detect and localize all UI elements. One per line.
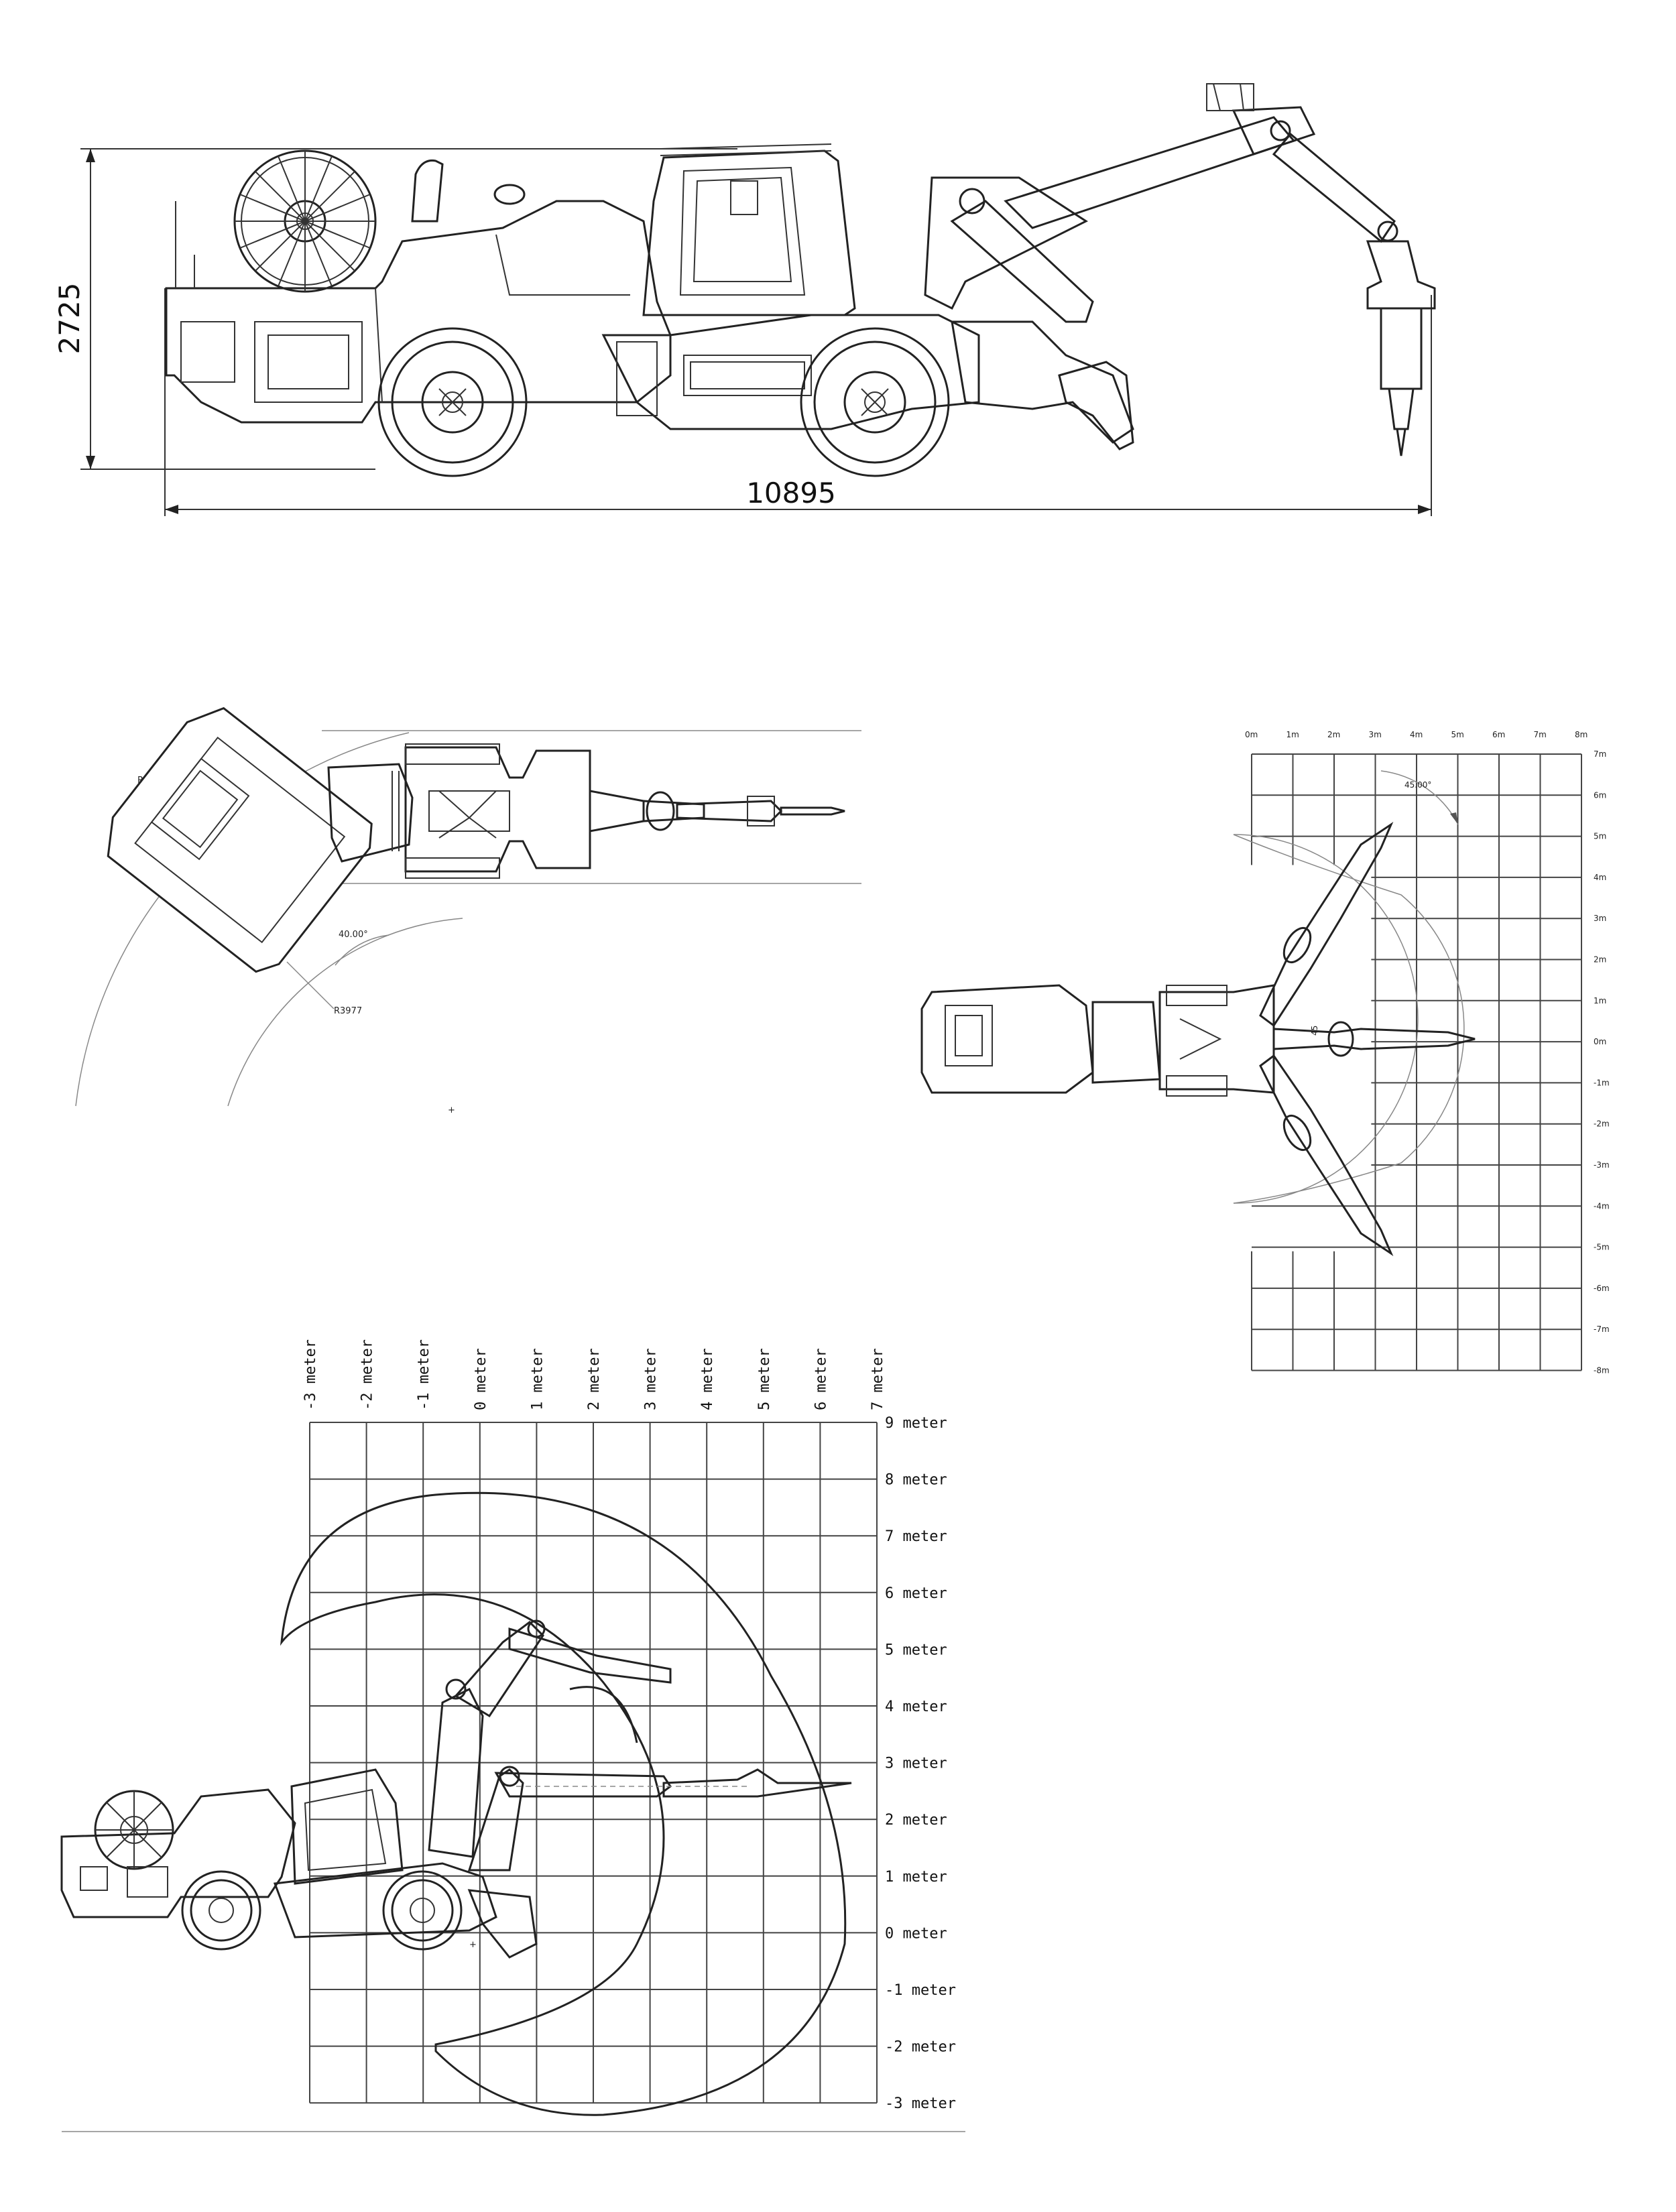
- side-grid-x-label: 5 meter: [756, 1348, 773, 1410]
- top-grid-y-label: -7m: [1594, 1325, 1610, 1334]
- top-reach-angle-label: 45.00°: [1404, 780, 1431, 790]
- side-grid-y-label: -1 meter: [885, 1982, 956, 1999]
- top-grid-y-label: 6m: [1594, 790, 1606, 800]
- length-dimension: 10895: [164, 288, 1432, 516]
- side-grid-y-label: 1 meter: [885, 1869, 947, 1886]
- top-grid-y-label: -1m: [1594, 1078, 1610, 1087]
- exhaust-stack: [411, 159, 444, 223]
- side-grid-y-label: 8 meter: [885, 1472, 947, 1489]
- svg-text:+: +: [469, 1940, 477, 1950]
- side-grid-y-label: -2 meter: [885, 2039, 956, 2056]
- side-grid-x-label: -1 meter: [416, 1339, 432, 1410]
- side-boom-horizontal: [467, 1766, 852, 1871]
- side-grid-x-labels: -3 meter -2 meter -1 meter 0 meter 1 meter 2 …: [302, 1339, 886, 1410]
- top-grid-y-label: -2m: [1594, 1119, 1610, 1129]
- hydraulic-breaker: [1366, 240, 1436, 456]
- top-grid-y-label: -6m: [1594, 1284, 1610, 1293]
- side-machine-small: +: [60, 1768, 538, 1959]
- top-grid-y-label: 2m: [1594, 955, 1606, 965]
- height-label: 2725: [53, 283, 86, 355]
- side-grid-x-label: 3 meter: [643, 1348, 660, 1410]
- side-grid-y-label: 6 meter: [885, 1585, 947, 1602]
- dozer-blade: [1058, 361, 1134, 450]
- inner-radius-label: R3977: [334, 1006, 362, 1016]
- front-wheel: [800, 327, 950, 477]
- side-boom-raised: [428, 1619, 672, 1858]
- side-grid-x-label: -3 meter: [302, 1339, 319, 1410]
- top-grid-x-label: 7m: [1534, 730, 1547, 739]
- top-grid-y-label: 3m: [1594, 914, 1606, 923]
- reach-top-view: 0m 1m 2m 3m 4m 5m 6m 7m 8m 7m 6m 5m 4m 3m 2m 1m 0m -1m -2…: [920, 730, 1610, 1375]
- side-grid-y-label: 4 meter: [885, 1699, 947, 1715]
- beacon: [493, 184, 526, 205]
- side-grid-y-label: 9 meter: [885, 1415, 947, 1432]
- reach-side-view: -3 meter -2 meter -1 meter 0 meter 1 meter 2 …: [60, 1339, 965, 2132]
- top-grid-x-label: 3m: [1369, 730, 1382, 739]
- top-grid-y-label: -5m: [1594, 1243, 1610, 1252]
- top-grid-x-label: 1m: [1286, 730, 1299, 739]
- side-grid-y-label: 3 meter: [885, 1756, 947, 1772]
- top-grid-x-label: 2m: [1327, 730, 1340, 739]
- height-dimension: 2725: [53, 148, 737, 470]
- svg-text:+: +: [448, 1105, 455, 1115]
- side-grid-y-labels: 9 meter 8 meter 7 meter 6 meter 5 meter 4 met…: [885, 1415, 956, 2112]
- operator-cab: [642, 143, 856, 316]
- top-grid-y-label: -8m: [1594, 1366, 1610, 1375]
- top-grid-x-label: 5m: [1451, 730, 1464, 739]
- boom-arm: [924, 83, 1398, 323]
- top-reach-envelope: [1233, 834, 1419, 1204]
- side-grid-x-label: 2 meter: [586, 1348, 603, 1410]
- side-reach-grid: [309, 1422, 878, 2104]
- side-grid-y-label: 0 meter: [885, 1925, 947, 1942]
- cable-reel: [233, 149, 377, 293]
- length-label: 10895: [746, 477, 836, 509]
- top-grid-y-label: 1m: [1594, 996, 1606, 1005]
- side-grid-x-label: -2 meter: [359, 1339, 376, 1410]
- side-grid-x-label: 1 meter: [529, 1348, 546, 1410]
- rear-body: [165, 200, 672, 424]
- top-grid-y-label: 7m: [1594, 749, 1606, 759]
- side-grid-x-label: 7 meter: [870, 1348, 886, 1410]
- top-grid-y-label: 4m: [1594, 873, 1606, 882]
- side-grid-x-label: 0 meter: [473, 1348, 489, 1410]
- top-view-angle-label: 40.00°: [339, 930, 368, 940]
- top-grid-y-label: -3m: [1594, 1160, 1610, 1170]
- side-grid-x-label: 6 meter: [813, 1348, 829, 1410]
- top-grid-x-label: 0m: [1245, 730, 1258, 739]
- front-chassis: [951, 320, 1134, 444]
- top-grid-y-labels: 7m 6m 5m 4m 3m 2m 1m 0m -1m -2m -3m -4m -5m -6m -7m -8m: [1594, 749, 1610, 1375]
- side-grid-y-label: 5 meter: [885, 1642, 947, 1658]
- top-reach-grid: [1251, 753, 1582, 1371]
- top-grid-x-label: 4m: [1410, 730, 1423, 739]
- top-grid-x-labels: 0m 1m 2m 3m 4m 5m 6m 7m 8m: [1245, 730, 1588, 739]
- side-grid-y-label: 7 meter: [885, 1528, 947, 1545]
- top-grid-y-label: -4m: [1594, 1201, 1610, 1211]
- rear-body-articulated: [107, 706, 373, 973]
- top-view-articulation: R6677 R3977 40.00° +: [75, 706, 861, 1115]
- top-grid-x-label: 8m: [1575, 730, 1588, 739]
- top-grid-x-label: 6m: [1492, 730, 1505, 739]
- inner-turning-arc: [227, 918, 463, 1107]
- side-grid-y-label: 2 meter: [885, 1812, 947, 1829]
- side-view-drawing: 2725 10895: [53, 83, 1436, 516]
- mid-chassis: [601, 314, 980, 430]
- top-grid-y-label: 5m: [1594, 832, 1606, 841]
- side-grid-y-label: -3 meter: [885, 2095, 956, 2112]
- side-grid-x-label: 4 meter: [699, 1348, 716, 1410]
- rear-wheel: [377, 327, 528, 477]
- top-grid-y-label: 0m: [1594, 1037, 1606, 1046]
